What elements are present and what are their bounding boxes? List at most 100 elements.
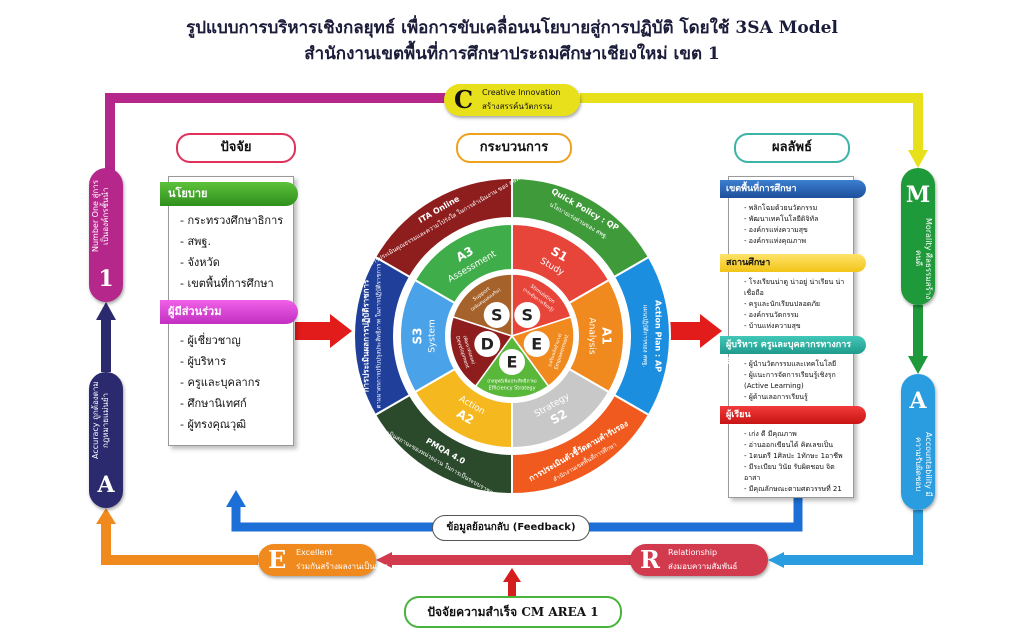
- list-item: พลิกโฉมด้วยนวัตกรรม: [744, 203, 848, 214]
- list-item: มีคุณลักษณะตามศตวรรษที่ 21: [744, 484, 848, 495]
- middle-segment-code: A1: [600, 327, 614, 345]
- results-group-list: ผู้นำนวัตกรรมและเทคโนโลยีผู้แนะการจัดการ…: [744, 359, 848, 403]
- inner-letter-circle: [474, 331, 501, 358]
- header-results: ผลลัพธ์: [734, 133, 850, 163]
- red-arrowhead: [376, 552, 392, 568]
- feedback-label: ข้อมูลย้อนกลับ (Feedback): [432, 515, 590, 541]
- badge-text: Number One สู่การเป็นองค์กรชั้นนำ: [91, 179, 110, 253]
- list-item: สพฐ.: [180, 231, 283, 252]
- list-item: ครูและบุคลากร: [180, 372, 260, 393]
- badge-accountability: A Accountability มีความรับผิดชอบ: [901, 374, 935, 510]
- badge-number-one: Number One สู่การเป็นองค์กรชั้นนำ 1: [89, 168, 123, 302]
- list-item: 1ดนตรี 1ศิลปะ 1ทักษะ 1อาชีพ: [744, 451, 848, 462]
- stakeholder-list: ผู้เชี่ยวชาญผู้บริหารครูและบุคลากรศึกษาน…: [180, 330, 260, 435]
- yellow-line: [580, 93, 923, 152]
- badge-letter: C: [454, 85, 474, 114]
- orange-arrowhead: [96, 508, 116, 524]
- inner-segment-letter: D: [481, 335, 494, 354]
- results-group-label: ผู้เรียน: [720, 406, 866, 424]
- list-item: องค์กรนวัตกรรม: [744, 310, 848, 321]
- badge-letter: 1: [98, 266, 114, 292]
- title-line-2: สำนักงานเขตพื้นที่การศึกษาประถมศึกษาเชีย…: [304, 44, 720, 64]
- feedback-arrowhead: [226, 490, 246, 507]
- middle-segment-code: S3: [411, 328, 425, 345]
- badge-text: Accuracy ถูกต้องตามกฎหมายแม่นยำ: [91, 381, 110, 459]
- list-item: ศึกษานิเทศก์: [180, 393, 260, 414]
- results-group-list: โรงเรียนน่าดู น่าอยู่ น่าเรียน น่าเชื่อถ…: [744, 277, 848, 332]
- list-item: เขตพื้นที่การศึกษา: [180, 273, 283, 294]
- stakeholder-tag: ผู้มีส่วนร่วม: [160, 300, 298, 324]
- list-item: อ่านออกเขียนได้ คิดเลขเป็น: [744, 440, 848, 451]
- results-group-list: เก่ง ดี มีคุณภาพอ่านออกเขียนได้ คิดเลขเป…: [744, 429, 848, 495]
- policy-tag: นโยบาย: [160, 182, 298, 206]
- list-item: โรงเรียนน่าดู น่าอยู่ น่าเรียน น่าเชื่อถ…: [744, 277, 848, 299]
- blue-line: [782, 510, 923, 565]
- policy-list: กระทรวงศึกษาธิการสพฐ.จังหวัดเขตพื้นที่กา…: [180, 210, 283, 294]
- results-group-label: สถานศึกษา: [720, 254, 866, 272]
- list-item: มีระเบียบ วินัย รับผิดชอบ จิตอาสา: [744, 462, 848, 484]
- success-factor-label: ปัจจัยความสำเร็จ CM AREA 1: [404, 596, 622, 628]
- green-arrowhead: [908, 356, 928, 374]
- badge-morality: M Morality ศีลธรรมสร้างคนดี: [901, 168, 935, 305]
- results-group-label: ผู้บริหาร ครูและบุคลากรทางการศึกษา: [720, 336, 866, 368]
- badge-letter: M: [905, 182, 931, 208]
- results-group-label: เขตพื้นที่การศึกษา: [720, 180, 866, 198]
- badge-en: Relationship: [668, 548, 718, 557]
- list-item: กระทรวงศึกษาธิการ: [180, 210, 283, 231]
- list-item: ผู้เชี่ยวชาญ: [180, 330, 260, 351]
- badge-letter: R: [640, 545, 660, 574]
- list-item: ครูและนักเรียนปลอดภัย: [744, 299, 848, 310]
- inner-segment-letter: E: [507, 353, 518, 372]
- outer-segment-title: Action Plan : AP: [654, 300, 663, 372]
- badge-letter: A: [909, 388, 927, 414]
- input-arrow: [295, 314, 352, 348]
- badge-creative-innovation: C Creative Innovation สร้างสรรค์นวัตกรรม: [444, 84, 580, 116]
- orange-line: [101, 522, 258, 565]
- inner-segment-letter: E: [531, 335, 542, 354]
- middle-segment-name: Analysis: [587, 317, 597, 354]
- magenta-line: [105, 93, 450, 178]
- list-item: จังหวัด: [180, 252, 283, 273]
- output-arrow: [667, 314, 722, 348]
- badge-text: Morality ศีลธรรมสร้างคนดี: [914, 217, 933, 300]
- badge-relationship: R Relationship ส่งมอบความสัมพันธ์: [630, 544, 768, 576]
- header-factors: ปัจจัย: [176, 133, 296, 163]
- outer-segment-subtitle: ตามมาตรการปรับปรุงประสิทธิภาพ ในการปฏิบั…: [375, 263, 383, 409]
- badge-text: Accountability มีความรับผิดชอบ: [914, 431, 933, 497]
- list-item: ผู้บริหาร: [180, 351, 260, 372]
- list-item: ผู้ทรงคุณวุฒิ: [180, 414, 260, 435]
- inner-segment-letter: S: [522, 305, 534, 324]
- inner-letter-circle: [499, 349, 525, 375]
- outer-segment: [353, 255, 412, 417]
- badge-accuracy: Accuracy ถูกต้องตามกฎหมายแม่นยำ A: [89, 372, 123, 508]
- inner-letter-circle: [514, 301, 541, 328]
- process-wheel: ITA Onlineการประเมินคุณธรรมและความโปร่งใ…: [353, 176, 671, 496]
- success-arrowhead: [503, 568, 521, 582]
- badge-excellent: E Excellent ร่วมกันสร้างผลงานเป็นเลิศ: [258, 544, 387, 576]
- badge-en: Creative Innovation: [482, 88, 561, 97]
- list-item: องค์กรแห่งความสุข: [744, 225, 848, 236]
- header-process: กระบวนการ: [456, 133, 572, 163]
- badge-letter: E: [268, 545, 287, 574]
- inner-segment-letter: S: [491, 305, 503, 324]
- inner-letter-circle: [523, 331, 550, 358]
- inner-letter-circle: [483, 301, 510, 328]
- list-item: เก่ง ดี มีคุณภาพ: [744, 429, 848, 440]
- list-item: พัฒนาเทคโนโลยีดิจิทัล: [744, 214, 848, 225]
- badge-th: ส่งมอบความสัมพันธ์: [668, 562, 738, 571]
- title-line-1: รูปแบบการบริหารเชิงกลยุทธ์ เพื่อการขับเค…: [186, 18, 838, 38]
- navy-arrowhead: [96, 302, 116, 320]
- badge-th: สร้างสรรค์นวัตกรรม: [482, 102, 553, 111]
- results-group-list: พลิกโฉมด้วยนวัตกรรมพัฒนาเทคโนโลยีดิจิทัล…: [744, 203, 848, 247]
- list-item: ผู้นำนวัตกรรมและเทคโนโลยี: [744, 359, 848, 370]
- list-item: บ้านแห่งความสุข: [744, 321, 848, 332]
- outer-segment-title: การประเมินผลการปฏิบัติราชการ: [362, 279, 371, 392]
- list-item: ผู้แนะการจัดการเรียนรู้เชิงรุก (Active L…: [744, 370, 848, 392]
- list-item: องค์กรแห่งคุณภาพ: [744, 236, 848, 247]
- badge-en: Excellent: [296, 548, 333, 557]
- outer-segment-subtitle: แผนปฏิบัติการของ สพฐ.: [642, 305, 649, 368]
- list-item: ผู้ด้านเลอการเรียนรู้: [744, 392, 848, 403]
- blue-arrowhead: [768, 552, 784, 568]
- inner-segment-en: Efficiency Strategy: [488, 386, 535, 392]
